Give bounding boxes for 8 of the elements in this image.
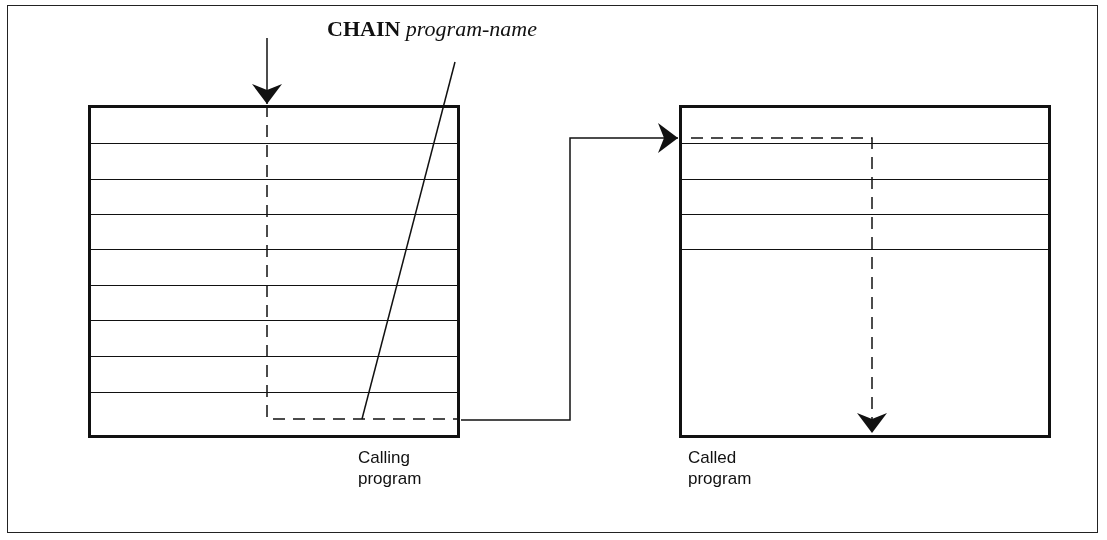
leader-line <box>361 61 456 420</box>
node-label: Calling program <box>358 447 423 489</box>
program-box <box>679 105 1051 438</box>
arrow <box>252 37 282 105</box>
statement-label: CHAIN program-name <box>327 16 538 42</box>
node-label: Called program <box>688 447 753 489</box>
program-box <box>88 105 460 438</box>
arrow <box>460 123 679 421</box>
